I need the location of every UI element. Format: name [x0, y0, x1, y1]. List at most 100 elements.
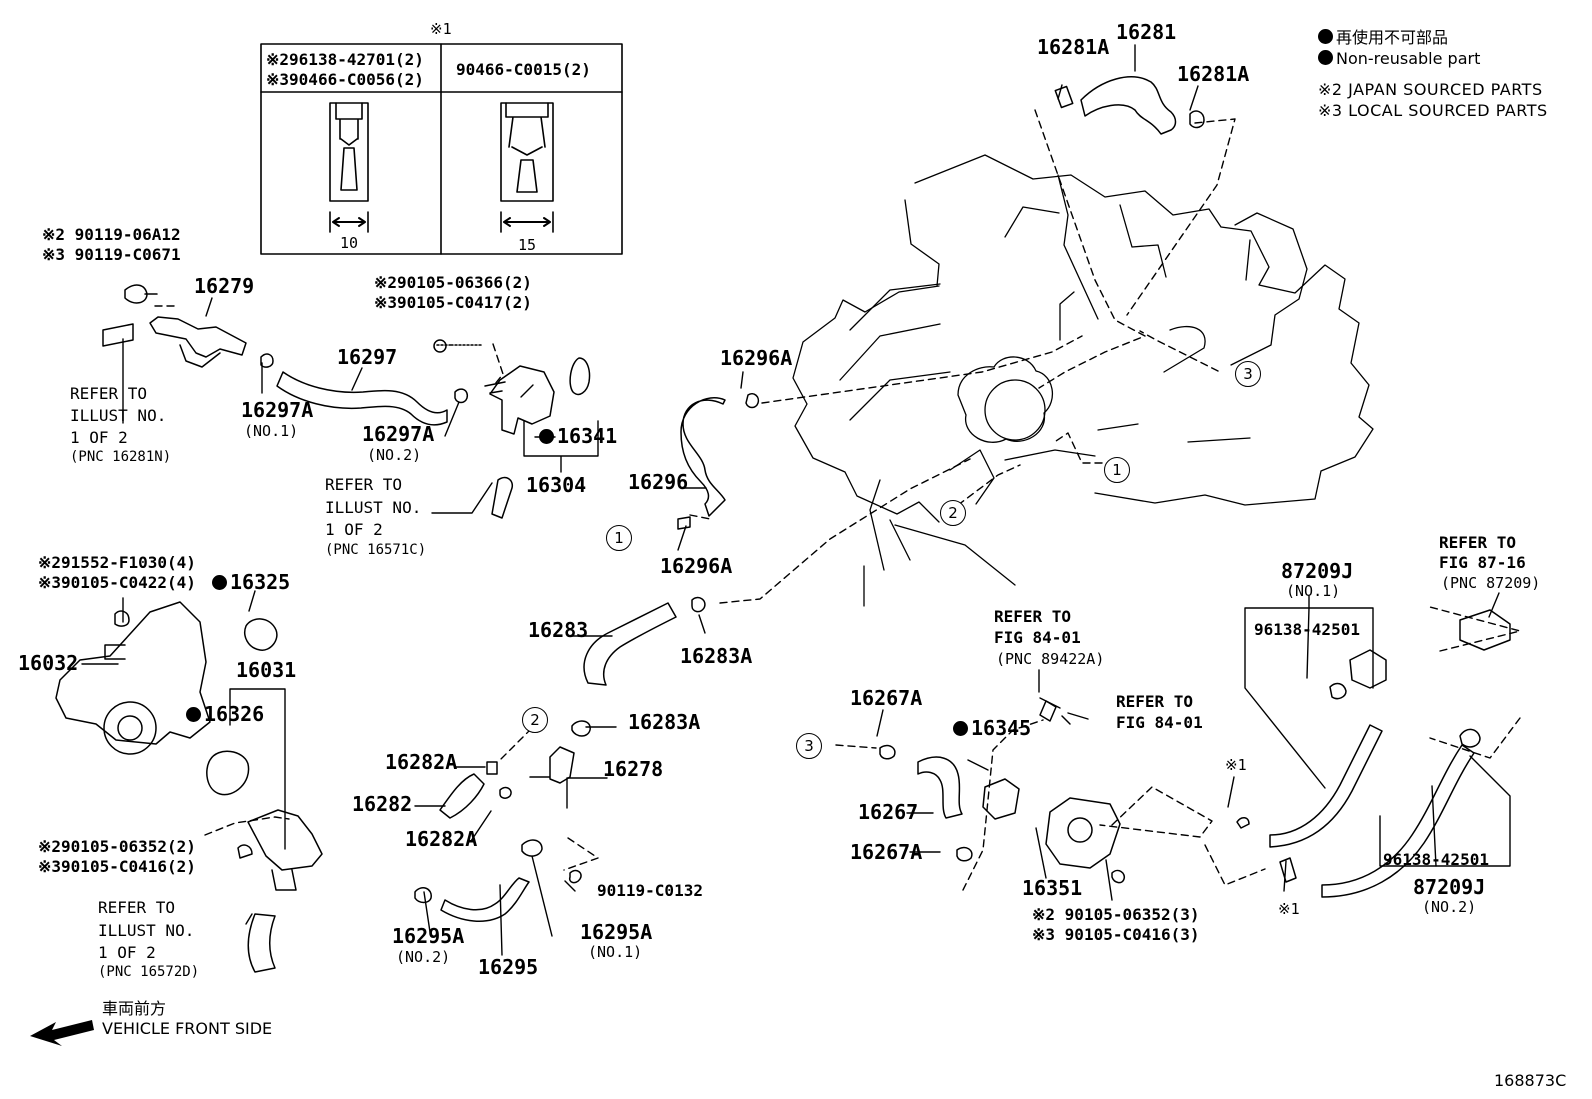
label-bolt-japan[interactable]: ※2 90119-06A12	[42, 225, 181, 244]
refer-e-1: REFER TO	[1116, 692, 1194, 711]
label-16297A-no2[interactable]: 16297A	[362, 422, 435, 446]
label-87209J-top[interactable]: 87209J	[1281, 559, 1354, 583]
label-16295A-no2[interactable]: 16295A	[392, 924, 465, 948]
label-16283A-mid[interactable]: 16283A	[628, 710, 701, 734]
refer-d-1: REFER TO	[994, 607, 1072, 626]
label-bolt2-japan[interactable]: ※290105-06366(2)	[374, 273, 532, 292]
label-16282[interactable]: 16282	[352, 792, 413, 816]
label-bolt4-japan[interactable]: ※290105-06352(2)	[38, 837, 196, 856]
circle-ref-3-right[interactable]: 3	[1235, 361, 1261, 387]
hose-16279	[102, 284, 247, 368]
label-bolt3-local[interactable]: ※390105-C0422(4)	[38, 573, 196, 592]
circle-ref-1-right[interactable]: 1	[1104, 457, 1130, 483]
hose-16283	[571, 596, 706, 737]
circle-ref-2-right[interactable]: 2	[940, 500, 966, 526]
refer-a-1: REFER TO	[70, 384, 148, 403]
refer-b-1: REFER TO	[325, 475, 403, 494]
refer-c-2: ILLUST NO.	[98, 921, 195, 940]
hose-16281	[1054, 76, 1205, 135]
label-bolt-local[interactable]: ※3 90119-C0671	[42, 245, 181, 264]
inset-left-part-1: ※296138-42701(2)	[266, 50, 424, 69]
label-16296[interactable]: 16296	[628, 470, 689, 494]
refer-a-2: ILLUST NO.	[70, 406, 167, 425]
refer-d-2: FIG 84-01	[994, 628, 1081, 647]
label-bolt2-local[interactable]: ※390105-C0417(2)	[374, 293, 532, 312]
label-16283[interactable]: 16283	[528, 618, 589, 642]
label-16267A-bottom[interactable]: 16267A	[850, 840, 923, 864]
refer-e-2: FIG 84-01	[1116, 713, 1203, 732]
refer-b-3: 1 OF 2	[325, 520, 383, 539]
refer-c-4: (PNC 16572D)	[98, 964, 200, 980]
label-96138-bottom[interactable]: 96138-42501	[1383, 850, 1489, 869]
label-no2-b: (NO.2)	[396, 948, 451, 966]
label-16279[interactable]: 16279	[194, 274, 255, 298]
housing-16032	[55, 601, 323, 973]
engine-outline	[792, 154, 1374, 607]
leader-lines	[81, 44, 1511, 956]
label-16297[interactable]: 16297	[337, 345, 398, 369]
refer-c-3: 1 OF 2	[98, 943, 156, 962]
label-16351[interactable]: 16351	[1022, 876, 1083, 900]
housing-16304	[484, 357, 591, 519]
hose-16296	[677, 392, 760, 530]
label-96138-top[interactable]: 96138-42501	[1254, 620, 1360, 639]
label-16282A-top[interactable]: 16282A	[385, 750, 458, 774]
inset-right-part: 90466-C0015(2)	[456, 60, 591, 79]
front-ja: 車両前方	[102, 999, 167, 1018]
label-16296A-top[interactable]: 16296A	[720, 346, 793, 370]
circle-ref-2-left[interactable]: 2	[522, 707, 548, 733]
label-16267A-top[interactable]: 16267A	[850, 686, 923, 710]
hose-16295	[414, 877, 530, 922]
label-16296A-bottom[interactable]: 16296A	[660, 554, 733, 578]
label-16325[interactable]: 16325	[212, 572, 290, 592]
inset-right-dim: 15	[518, 236, 537, 254]
label-16304[interactable]: 16304	[526, 473, 587, 497]
hoses-87209J	[1236, 609, 1511, 898]
refer-a-4: (PNC 16281N)	[70, 449, 172, 465]
legend-japan-sourced: ※2 JAPAN SOURCED PARTS	[1318, 80, 1543, 99]
label-16341[interactable]: 16341	[539, 426, 617, 446]
label-87209J-bottom[interactable]: 87209J	[1413, 875, 1486, 899]
label-16326[interactable]: 16326	[186, 704, 264, 724]
hose-16297	[260, 339, 482, 426]
label-16297A-no1[interactable]: 16297A	[241, 398, 314, 422]
non-reusable-dot-icon	[953, 721, 968, 736]
legend-non-reusable-en: Non-reusable part	[1318, 49, 1480, 68]
label-16278[interactable]: 16278	[603, 757, 664, 781]
label-mark1-bottom: ※1	[1278, 900, 1300, 918]
label-16281A-right[interactable]: 16281A	[1177, 62, 1250, 86]
front-en: VEHICLE FRONT SIDE	[102, 1019, 273, 1038]
refer-d-3: (PNC 89422A)	[996, 650, 1105, 668]
label-bolt6-japan[interactable]: ※2 90105-06352(3)	[1032, 905, 1200, 924]
label-bolt5[interactable]: 90119-C0132	[597, 881, 703, 900]
label-16032[interactable]: 16032	[18, 651, 79, 675]
label-16282A-bottom[interactable]: 16282A	[405, 827, 478, 851]
inset-marker: ※1	[430, 20, 452, 38]
label-16345[interactable]: 16345	[953, 718, 1031, 738]
bullet-icon	[1318, 50, 1333, 65]
label-bolt3-japan[interactable]: ※291552-F1030(4)	[38, 553, 196, 572]
label-bolt4-local[interactable]: ※390105-C0416(2)	[38, 857, 196, 876]
label-16267[interactable]: 16267	[858, 800, 919, 824]
label-16295A-no1[interactable]: 16295A	[580, 920, 653, 944]
label-16295[interactable]: 16295	[478, 955, 539, 979]
inset-box	[260, 43, 623, 255]
label-mark1-top: ※1	[1225, 756, 1247, 774]
label-16031[interactable]: 16031	[236, 658, 297, 682]
refer-f-3: (PNC 87209)	[1441, 574, 1541, 592]
clip-drawing-left	[329, 102, 369, 233]
circle-ref-1-left[interactable]: 1	[606, 525, 632, 551]
circle-ref-3-left[interactable]: 3	[796, 733, 822, 759]
bullet-icon	[1318, 29, 1333, 44]
label-no1-b: (NO.1)	[588, 943, 643, 961]
label-16283A-top[interactable]: 16283A	[680, 644, 753, 668]
label-no1-a: (NO.1)	[244, 422, 299, 440]
refer-f-2: FIG 87-16	[1439, 553, 1526, 572]
non-reusable-dot-icon	[539, 429, 554, 444]
legend-local-sourced: ※3 LOCAL SOURCED PARTS	[1318, 101, 1548, 120]
label-bolt6-local[interactable]: ※3 90105-C0416(3)	[1032, 925, 1200, 944]
label-16281[interactable]: 16281	[1116, 20, 1177, 44]
label-16281A-top[interactable]: 16281A	[1037, 35, 1110, 59]
diagram-code: 168873C	[1494, 1071, 1567, 1090]
